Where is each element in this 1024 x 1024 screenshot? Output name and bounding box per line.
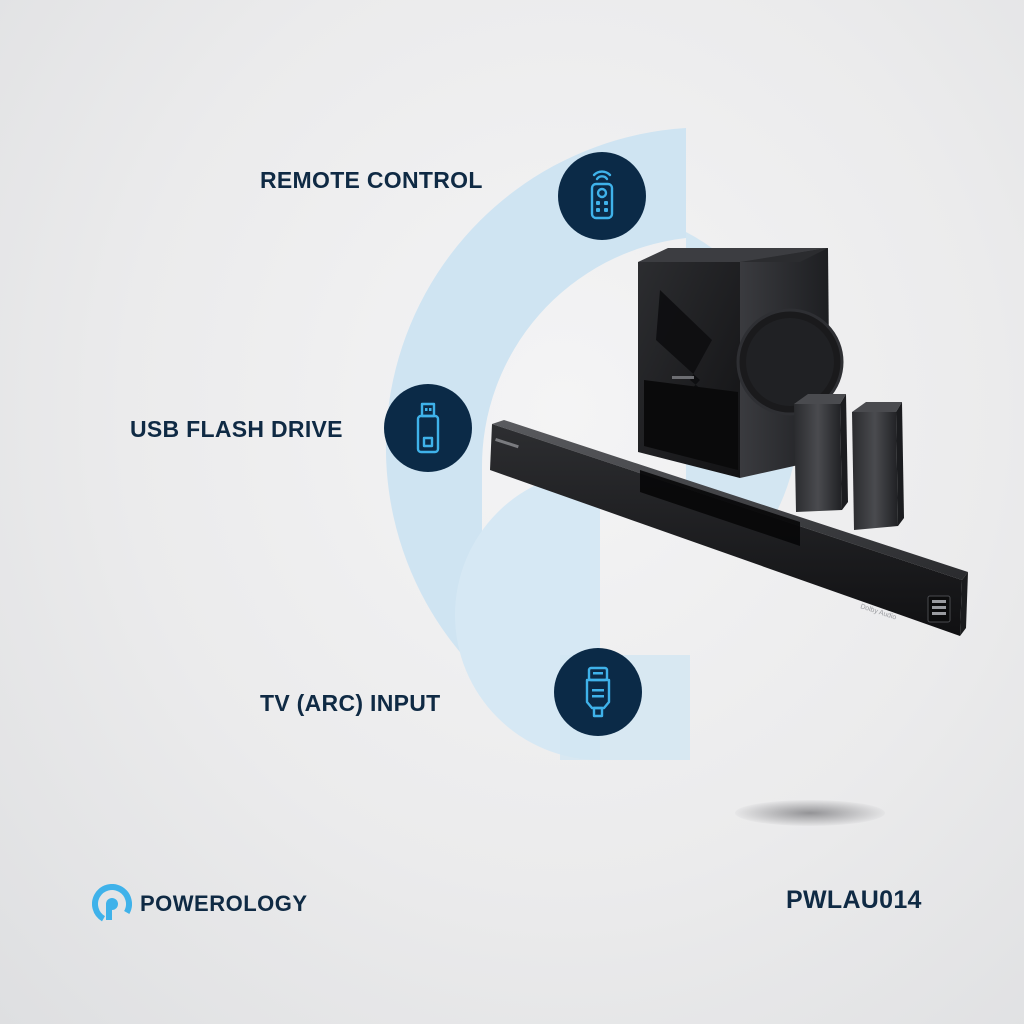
- rear-speaker-right: [852, 402, 904, 530]
- remote-control-badge: [558, 152, 646, 240]
- tv-arc-input-label: TV (ARC) INPUT: [260, 690, 441, 716]
- hdmi-cable-icon: [585, 666, 611, 718]
- usb-flash-drive-label: USB FLASH DRIVE: [130, 416, 343, 442]
- brand-lockup: POWEROLOGY: [92, 884, 308, 924]
- rear-speaker-left: [794, 394, 848, 512]
- brand-name: POWEROLOGY: [140, 891, 308, 916]
- product-floor-shadow: [735, 800, 885, 826]
- remote-control-icon: [590, 170, 614, 220]
- usb-flash-drive-icon: [416, 402, 440, 454]
- model-number: PWLAU014: [786, 886, 922, 914]
- tv-arc-input-badge: [554, 648, 642, 736]
- usb-flash-drive-badge: [384, 384, 472, 472]
- remote-control-label: REMOTE CONTROL: [260, 167, 483, 193]
- subwoofer: [638, 248, 844, 478]
- powerology-logo-icon: [92, 884, 132, 924]
- soundbar: [490, 420, 968, 636]
